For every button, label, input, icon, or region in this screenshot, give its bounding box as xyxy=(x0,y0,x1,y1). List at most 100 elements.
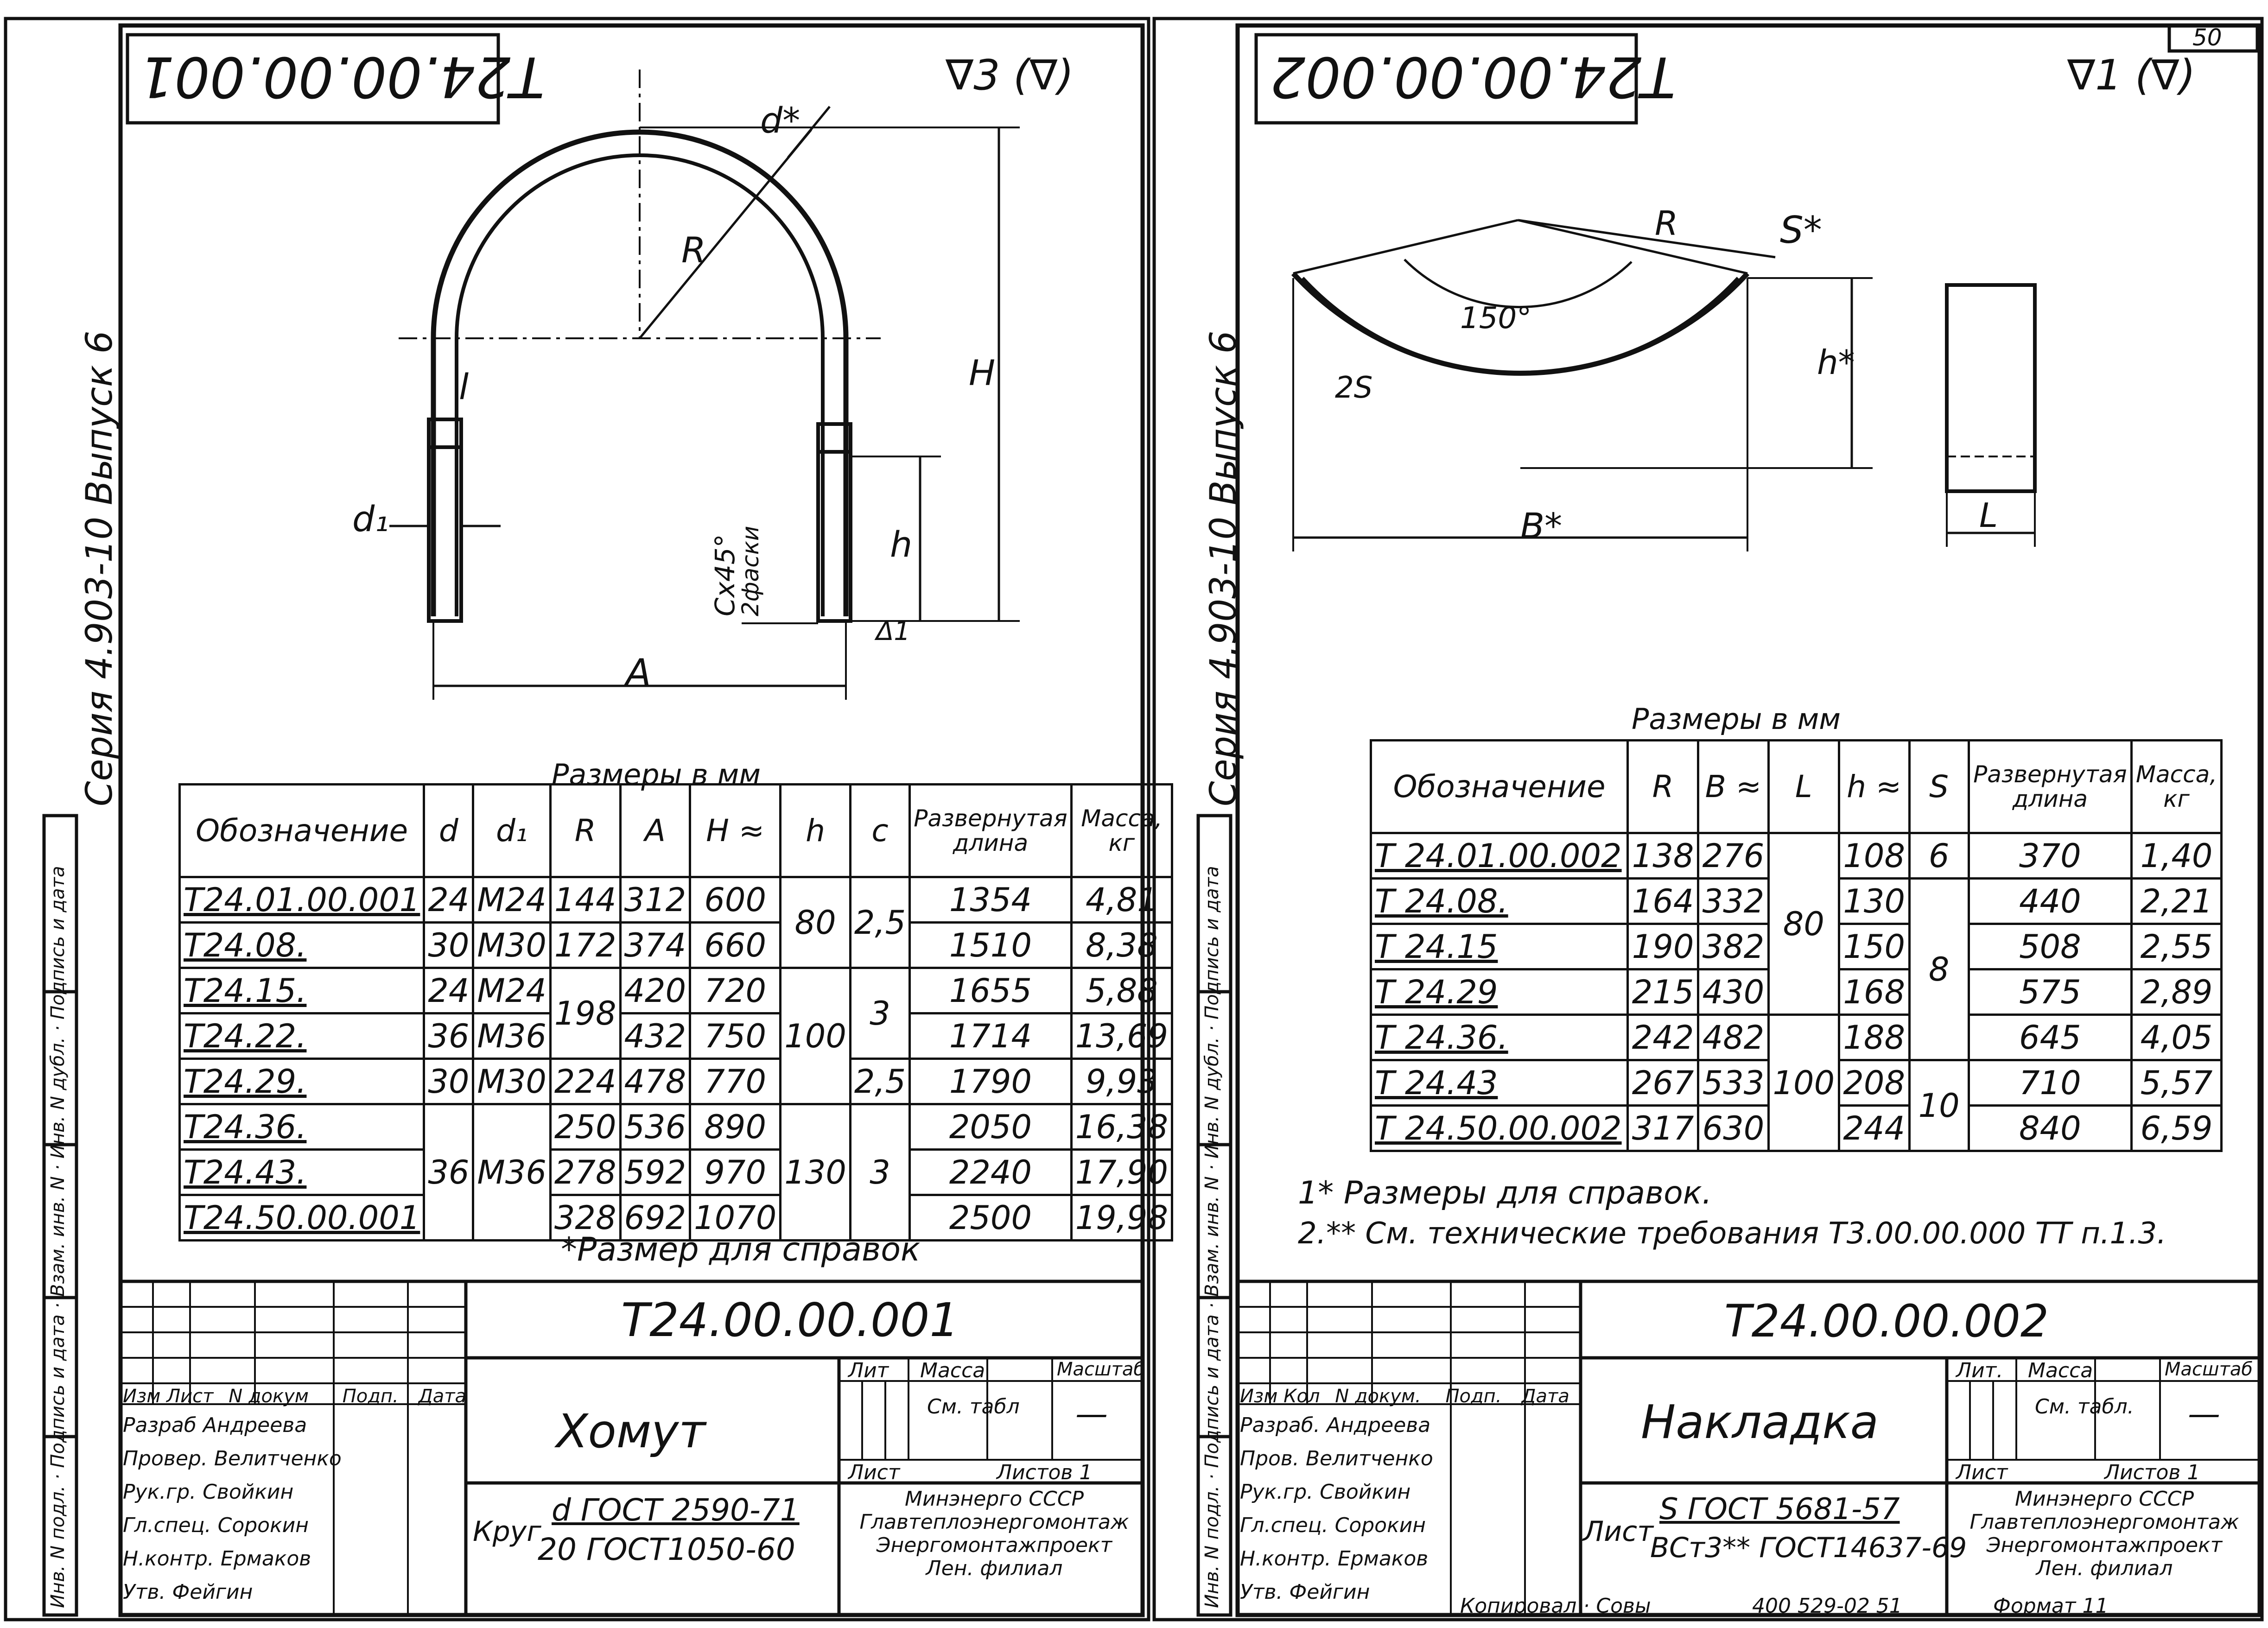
cell-length: 710 xyxy=(1967,1059,2133,1107)
label-L-right: L xyxy=(1979,496,1998,535)
cell-B: 430 xyxy=(1697,968,1770,1016)
cell-h: 108 xyxy=(1837,832,1911,880)
cell-L: 100 xyxy=(1767,1014,1840,1152)
clamp-drawing xyxy=(389,70,1020,700)
role-row: Пров. Велитченко xyxy=(1240,1442,1433,1476)
left-roughness: ∇3 (∇) xyxy=(946,51,1074,100)
side-stamp-right: Инв. N подл. · Подпись и дата · Взам. ин… xyxy=(1201,866,1223,1608)
label-H: H xyxy=(969,352,996,393)
left-tb-material-prefix: Круг xyxy=(473,1515,541,1548)
right-tb-sheets: Листов 1 xyxy=(2104,1461,2200,1484)
cell-d: 36 xyxy=(423,1012,475,1060)
left-tb-code: Т24.00.00.001 xyxy=(621,1293,959,1347)
role: Разраб xyxy=(123,1413,197,1437)
cell-mass: 2,55 xyxy=(2130,923,2223,970)
cell-length: 1655 xyxy=(908,967,1073,1014)
cell-d1: М30 xyxy=(472,921,552,969)
table-row: Т 24.29 215 430 168 575 2,89 xyxy=(1369,968,2223,1016)
cell-h: 208 xyxy=(1837,1059,1911,1107)
left-tb-name: Хомут xyxy=(556,1404,706,1458)
label-h: h xyxy=(890,524,913,565)
cell-A: 478 xyxy=(619,1058,692,1105)
org-line: Минэнерго СССР xyxy=(2015,1487,2194,1511)
label-2S: 2S xyxy=(1335,371,1373,405)
cell-B: 382 xyxy=(1697,923,1770,970)
table-row: Т24.01.00.001 24 М24 144 312 600 80 2,5 … xyxy=(178,876,1174,969)
person: Ермаков xyxy=(220,1547,311,1571)
cell-mass: 5,88 xyxy=(1070,967,1174,1014)
hdr: Подп. xyxy=(342,1386,399,1407)
cell-mass: 1,40 xyxy=(2130,832,2223,880)
th-name: Обозначение xyxy=(1369,739,1629,834)
left-dimensions-table: Обозначение d d₁ R A H ≈ h c Развернутая… xyxy=(178,783,1174,1242)
th-d1: d₁ xyxy=(472,783,552,878)
cell-length: 645 xyxy=(1967,1014,2133,1061)
cell-length: 840 xyxy=(1967,1104,2133,1152)
right-dimensions-table: Обозначение R B ≈ L h ≈ S Развернутая дл… xyxy=(1369,739,2223,1152)
th-R: R xyxy=(1626,739,1700,834)
right-roughness: ∇1 (∇) xyxy=(2067,51,2196,100)
person: Андреева xyxy=(203,1413,307,1437)
cell-length: 575 xyxy=(1967,968,2133,1016)
cell-mass: 19,98 xyxy=(1070,1194,1174,1242)
cell-c: 2,5 xyxy=(849,876,911,969)
cell-H: 720 xyxy=(689,967,782,1014)
cell-mass: 4,81 xyxy=(1070,876,1174,924)
left-tb-lit: Лит xyxy=(848,1359,889,1382)
left-tb-org: Минэнерго СССР Главтеплоэнергомонтаж Эне… xyxy=(848,1488,1140,1580)
cell-A: 692 xyxy=(619,1194,692,1242)
cell-name: Т 24.29 xyxy=(1369,968,1629,1016)
cell-A: 374 xyxy=(619,921,692,969)
cell-length: 1354 xyxy=(908,876,1073,924)
right-tb-scale: Масштаб xyxy=(2165,1359,2253,1380)
label-A: A xyxy=(626,651,651,694)
left-tb-scale-value: — xyxy=(1075,1395,1108,1433)
role-row: Гл.спец. Сорокин xyxy=(1240,1509,1433,1542)
cell-R: 215 xyxy=(1626,968,1700,1016)
stamp-inv: Инв. N подл. xyxy=(1201,1485,1223,1608)
role: Гл.спец. xyxy=(1240,1514,1328,1537)
th-L: L xyxy=(1767,739,1840,834)
org-line: Энергомонтажпроект xyxy=(876,1533,1112,1557)
role: Рук.гр. xyxy=(123,1480,197,1504)
cell-R: 172 xyxy=(549,921,622,969)
th-S: S xyxy=(1908,739,1970,834)
cell-H: 600 xyxy=(689,876,782,924)
right-tb-material-top: S ГОСТ 5681-57 xyxy=(1659,1492,1900,1527)
cell-h: 150 xyxy=(1837,923,1911,970)
right-tb-name: Накладка xyxy=(1641,1395,1879,1449)
cell-h: 130 xyxy=(779,1103,851,1242)
role: Разраб. xyxy=(1240,1413,1320,1437)
hdr: Лист xyxy=(166,1386,214,1407)
cell-mass: 16,38 xyxy=(1070,1103,1174,1151)
cell-mass: 5,57 xyxy=(2130,1059,2223,1107)
sheet-number: 50 xyxy=(2192,24,2222,51)
th-h: h ≈ xyxy=(1837,739,1911,834)
cell-h: 130 xyxy=(1837,877,1911,925)
cell-R: 138 xyxy=(1626,832,1700,880)
cell-H: 970 xyxy=(689,1148,782,1196)
th-mass: Масса, кг xyxy=(1070,783,1174,878)
stamp-dup: Инв. N дубл. xyxy=(1201,1037,1223,1159)
table-row: Т 24.36. 242 482 100 188 645 4,05 xyxy=(1369,1014,2223,1152)
label-delta: Δ1 xyxy=(876,616,910,646)
cell-L: 80 xyxy=(1767,832,1840,1016)
org-line: Минэнерго СССР xyxy=(905,1487,1084,1511)
label-chamfer: Cx45° xyxy=(709,534,741,616)
cell-name: Т24.36. xyxy=(178,1103,426,1151)
hdr: N докум. xyxy=(1335,1386,1421,1407)
label-angle: 150° xyxy=(1460,301,1532,336)
right-table-caption: Размеры в мм xyxy=(1632,702,1841,736)
person: Свойкин xyxy=(1320,1480,1411,1504)
label-R: R xyxy=(681,229,706,271)
table-row: Т24.50.00.001 328 692 1070 2500 19,98 xyxy=(178,1194,1174,1242)
org-line: Главтеплоэнергомонтаж xyxy=(1969,1510,2239,1534)
cell-c: 3 xyxy=(849,1103,911,1242)
role-row: Утв. Фейгин xyxy=(123,1576,342,1609)
role-row: Рук.гр. Свойкин xyxy=(1240,1476,1433,1509)
cell-name: Т 24.43 xyxy=(1369,1059,1629,1107)
left-tb-mass-value: См. табл xyxy=(927,1395,1020,1419)
org-line: Лен. филиал xyxy=(2036,1557,2173,1580)
cell-d: 36 xyxy=(423,1103,475,1242)
label-d1: d₁ xyxy=(352,498,389,539)
